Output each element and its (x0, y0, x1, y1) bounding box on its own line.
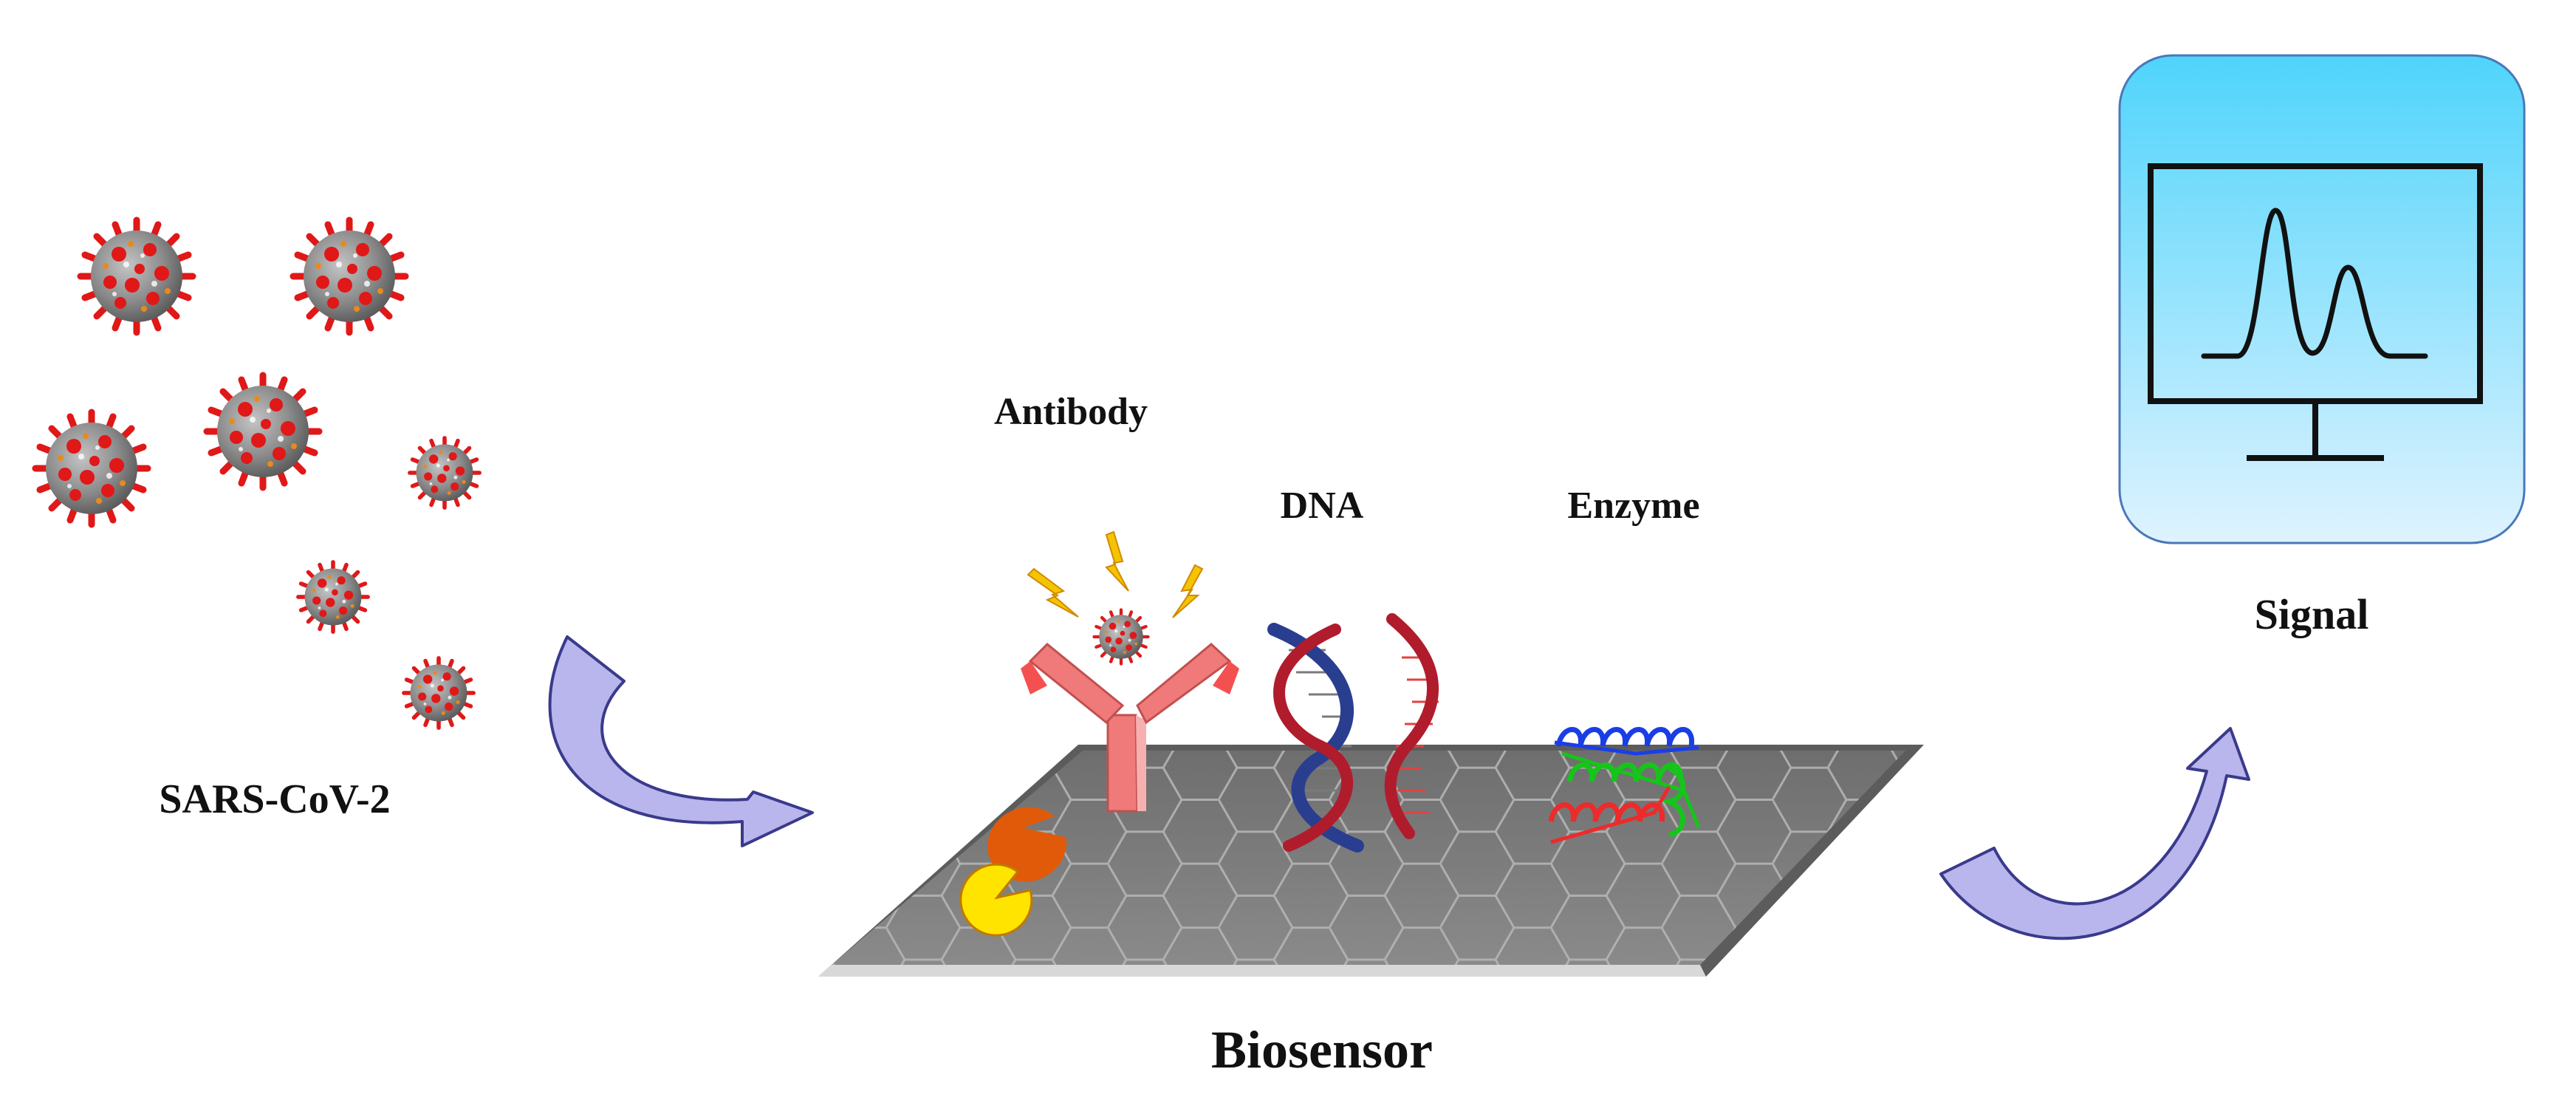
sensor-label: Biosensor (1210, 1020, 1433, 1079)
enzyme-pacman-icon (987, 807, 1067, 882)
virus-icon (410, 438, 479, 508)
virus-icon (298, 562, 368, 632)
monitor-signal-icon (2118, 54, 2526, 544)
curved-arrow-icon (548, 635, 814, 847)
bound-virus-icon (1095, 610, 1148, 664)
dna-helix-icon (1267, 623, 1364, 853)
enzyme-pacman-icon (959, 863, 1033, 937)
virus-icon (293, 220, 405, 332)
signal-spark-icon (1027, 530, 1204, 618)
curved-arrow-icon (1939, 727, 2250, 940)
virus-cluster (35, 220, 479, 728)
virus-icon (80, 220, 193, 332)
enzyme-label: Enzyme (1567, 485, 1700, 527)
virus-icon (404, 658, 473, 728)
ssdna-strand-icon (1384, 613, 1439, 839)
dna-label: DNA (1280, 485, 1364, 527)
antibody-label: Antibody (993, 391, 1148, 433)
sensor-platform (818, 745, 1924, 977)
virus-icon (35, 412, 148, 525)
signal-label: Signal (2254, 590, 2369, 638)
virus-icon (207, 375, 319, 488)
virus-label: SARS-CoV-2 (159, 776, 391, 822)
signal-peaks (2201, 208, 2428, 359)
antibody-icon (1021, 610, 1239, 813)
enzyme-protein-icon (1548, 727, 1701, 844)
